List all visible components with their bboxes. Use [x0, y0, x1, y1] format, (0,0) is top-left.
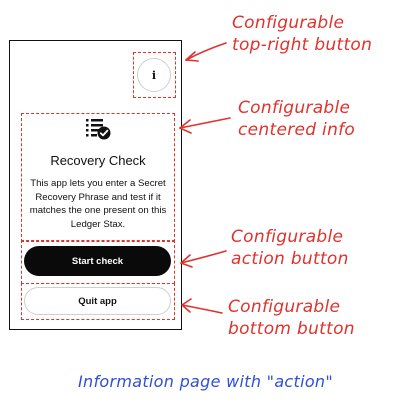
top-right-button-region [133, 52, 176, 98]
arrow-action [180, 250, 227, 264]
page-description: This app lets you enter a Secret Recover… [29, 178, 167, 230]
arrow-top-right [185, 42, 227, 61]
quit-app-button-label: Quit app [78, 295, 117, 307]
page-title: Recovery Check [50, 153, 146, 168]
bottom-button-region [21, 283, 175, 320]
annotation-centered-info: Configurable centered info [238, 98, 356, 140]
start-check-button-label: Start check [71, 255, 124, 267]
annotation-top-right: Configurable top-right button [232, 13, 373, 55]
annotation-bottom-button: Configurable bottom button [228, 297, 355, 339]
page-caption: Information page with "action" [78, 372, 334, 391]
info-button[interactable]: i [137, 58, 171, 92]
centered-info-region [21, 113, 175, 242]
start-check-button[interactable]: Start check [24, 246, 171, 276]
info-button-label: i [151, 68, 157, 82]
arrow-centered [179, 117, 231, 129]
arrow-bottom [181, 304, 223, 314]
quit-app-button[interactable]: Quit app [24, 287, 171, 315]
checklist-check-icon [86, 119, 111, 140]
annotation-action-button: Configurable action button [231, 227, 349, 269]
action-button-region [21, 240, 175, 284]
